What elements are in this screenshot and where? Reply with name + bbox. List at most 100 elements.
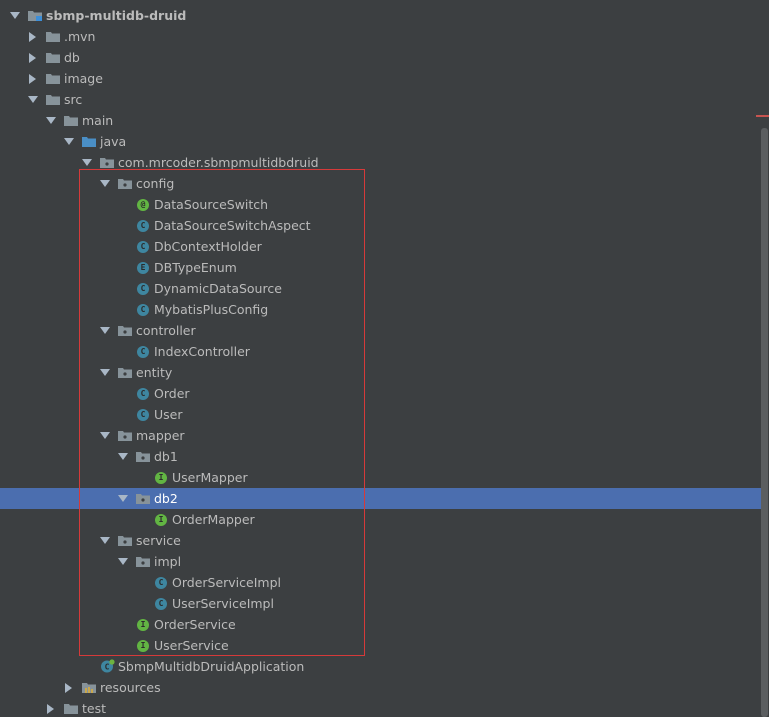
chevron-down-icon[interactable]: [99, 530, 111, 551]
tree-item-label: src: [64, 92, 83, 107]
folder-icon: [63, 701, 79, 716]
tree-item-label: main: [82, 113, 114, 128]
folder-icon: [45, 92, 61, 107]
tree-item-label: UserService: [154, 638, 229, 653]
tree-row[interactable]: java: [0, 131, 769, 152]
tree-item-label: IndexController: [154, 344, 250, 359]
package-icon: [135, 491, 151, 506]
project-tree: sbmp-multidb-druid .mvn db image src main java…: [0, 5, 769, 717]
tree-row[interactable]: test: [0, 698, 769, 717]
chevron-down-icon[interactable]: [117, 488, 129, 509]
tree-item-label: UserServiceImpl: [172, 596, 274, 611]
chevron-down-icon[interactable]: [63, 131, 75, 152]
tree-item-label: test: [82, 701, 107, 716]
package-icon: [117, 176, 133, 191]
vertical-scrollbar[interactable]: [761, 0, 769, 717]
chevron-down-icon[interactable]: [81, 152, 93, 173]
class-icon: C: [135, 281, 151, 296]
tree-item-label: DBTypeEnum: [154, 260, 237, 275]
tree-item-label: image: [64, 71, 103, 86]
enum-icon: E: [135, 260, 151, 275]
class-icon: C: [153, 575, 169, 590]
tree-item-label: DynamicDataSource: [154, 281, 282, 296]
tree-item-label: Order: [154, 386, 190, 401]
tree-row[interactable]: mapper: [0, 425, 769, 446]
class-icon: C: [135, 302, 151, 317]
tree-row[interactable]: config: [0, 173, 769, 194]
tree-row[interactable]: @DataSourceSwitch: [0, 194, 769, 215]
package-icon: [99, 155, 115, 170]
tree-row[interactable]: db2: [0, 488, 769, 509]
tree-row[interactable]: resources: [0, 677, 769, 698]
tree-row[interactable]: controller: [0, 320, 769, 341]
tree-item-label: service: [136, 533, 181, 548]
chevron-right-icon[interactable]: [27, 47, 39, 68]
annotation-icon: @: [135, 197, 151, 212]
chevron-down-icon[interactable]: [117, 446, 129, 467]
class-icon: C: [135, 407, 151, 422]
folder-icon: [45, 29, 61, 44]
interface-icon: I: [135, 617, 151, 632]
chevron-down-icon[interactable]: [9, 5, 21, 26]
chevron-down-icon[interactable]: [117, 551, 129, 572]
tree-row[interactable]: .mvn: [0, 26, 769, 47]
chevron-down-icon[interactable]: [45, 110, 57, 131]
tree-row[interactable]: impl: [0, 551, 769, 572]
interface-icon: I: [153, 512, 169, 527]
chevron-down-icon[interactable]: [99, 173, 111, 194]
tree-row[interactable]: service: [0, 530, 769, 551]
spring-boot-class-icon: C: [99, 659, 115, 674]
tree-row[interactable]: src: [0, 89, 769, 110]
chevron-down-icon[interactable]: [27, 89, 39, 110]
class-icon: C: [135, 344, 151, 359]
scrollbar-thumb[interactable]: [761, 128, 768, 717]
tree-row[interactable]: db: [0, 47, 769, 68]
tree-row[interactable]: com.mrcoder.sbmpmultidbdruid: [0, 152, 769, 173]
tree-item-label: UserMapper: [172, 470, 248, 485]
chevron-down-icon[interactable]: [99, 362, 111, 383]
class-icon: C: [135, 218, 151, 233]
tree-row[interactable]: sbmp-multidb-druid: [0, 5, 769, 26]
tree-row[interactable]: entity: [0, 362, 769, 383]
chevron-down-icon[interactable]: [99, 425, 111, 446]
chevron-right-icon[interactable]: [63, 677, 75, 698]
interface-icon: I: [135, 638, 151, 653]
svg-text:C: C: [104, 663, 109, 672]
class-icon: C: [135, 386, 151, 401]
tree-item-label: resources: [100, 680, 161, 695]
folder-icon: [63, 113, 79, 128]
package-icon: [117, 365, 133, 380]
tree-item-label: impl: [154, 554, 182, 569]
resources-folder-icon: [81, 680, 97, 695]
chevron-right-icon[interactable]: [45, 698, 57, 717]
module-folder-icon: [27, 8, 43, 23]
folder-icon: [45, 50, 61, 65]
package-icon: [117, 323, 133, 338]
chevron-down-icon[interactable]: [99, 320, 111, 341]
tree-item-label: .mvn: [64, 29, 96, 44]
tree-row[interactable]: db1: [0, 446, 769, 467]
tree-item-label: java: [100, 134, 127, 149]
chevron-right-icon[interactable]: [27, 26, 39, 47]
tree-row[interactable]: image: [0, 68, 769, 89]
package-icon: [135, 449, 151, 464]
package-icon: [117, 533, 133, 548]
tree-row[interactable]: main: [0, 110, 769, 131]
chevron-right-icon[interactable]: [27, 68, 39, 89]
